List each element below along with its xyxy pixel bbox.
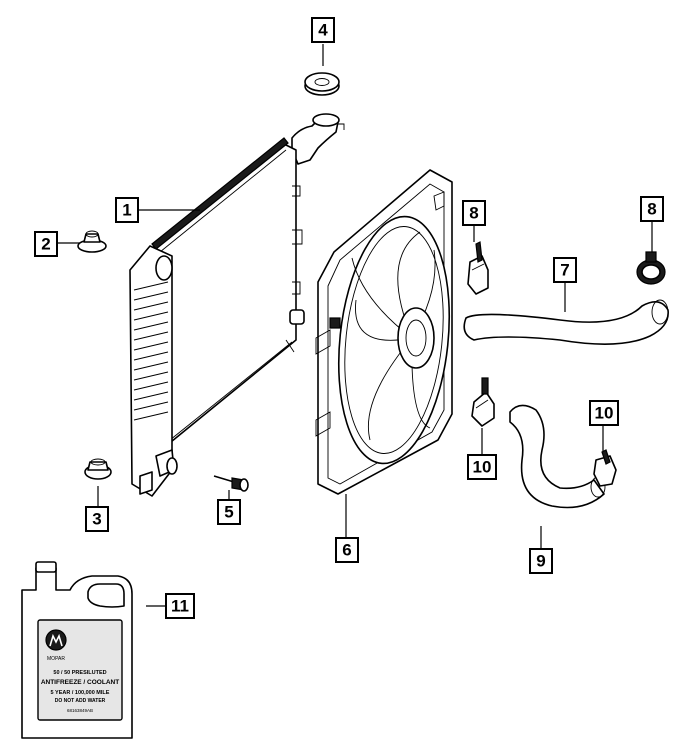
callout-9: 9 — [529, 548, 553, 574]
hose-clip-right — [593, 449, 617, 487]
jug-line3: 5 YEAR / 100,000 MILE — [51, 690, 110, 696]
svg-text:5: 5 — [224, 503, 233, 522]
jug-line4: DO NOT ADD WATER — [55, 698, 106, 704]
radiator — [129, 113, 345, 497]
callout-7: 7 — [553, 257, 577, 283]
svg-text:8: 8 — [469, 204, 478, 223]
callout-4: 4 — [311, 17, 335, 43]
radiator-cap — [304, 72, 340, 96]
callout-3: 3 — [85, 506, 109, 532]
fan-shroud-assembly — [315, 169, 453, 495]
hose-clamp-upper — [467, 241, 489, 295]
callout-1: 1 — [115, 197, 139, 223]
svg-text:6: 6 — [342, 541, 351, 560]
svg-text:10: 10 — [595, 404, 614, 423]
svg-text:1: 1 — [122, 201, 131, 220]
svg-text:4: 4 — [318, 21, 328, 40]
leader-lines — [58, 44, 653, 607]
callout-8-left: 8 — [462, 200, 486, 226]
upper-radiator-hose — [463, 299, 669, 345]
svg-text:11: 11 — [171, 597, 189, 616]
svg-text:2: 2 — [41, 235, 50, 254]
hose-clip-left — [471, 377, 495, 427]
jug-line1: 50 / 50 PRESILUTED — [53, 670, 106, 676]
jug-part-number: 68163849AB — [67, 708, 93, 713]
callout-2: 2 — [34, 231, 58, 257]
callout-8-right: 8 — [640, 196, 664, 222]
jug-brand: MOPAR — [47, 656, 65, 662]
callout-6: 6 — [335, 537, 359, 563]
upper-isolator — [77, 230, 107, 253]
jug-line2: ANTIFREEZE / COOLANT — [41, 679, 119, 686]
callout-11: 11 — [165, 593, 195, 619]
coolant-jug: MOPAR 50 / 50 PRESILUTED ANTIFREEZE / CO… — [21, 561, 133, 739]
callout-10-left: 10 — [467, 454, 497, 480]
spring-clamp — [636, 251, 666, 285]
lower-isolator — [84, 458, 112, 480]
drain-cock — [213, 475, 249, 492]
svg-text:7: 7 — [560, 261, 569, 280]
callout-5: 5 — [217, 499, 241, 525]
callout-10-right: 10 — [589, 400, 619, 426]
svg-text:8: 8 — [647, 200, 656, 219]
svg-text:3: 3 — [92, 510, 101, 529]
svg-text:9: 9 — [536, 552, 545, 571]
svg-text:10: 10 — [473, 458, 492, 477]
